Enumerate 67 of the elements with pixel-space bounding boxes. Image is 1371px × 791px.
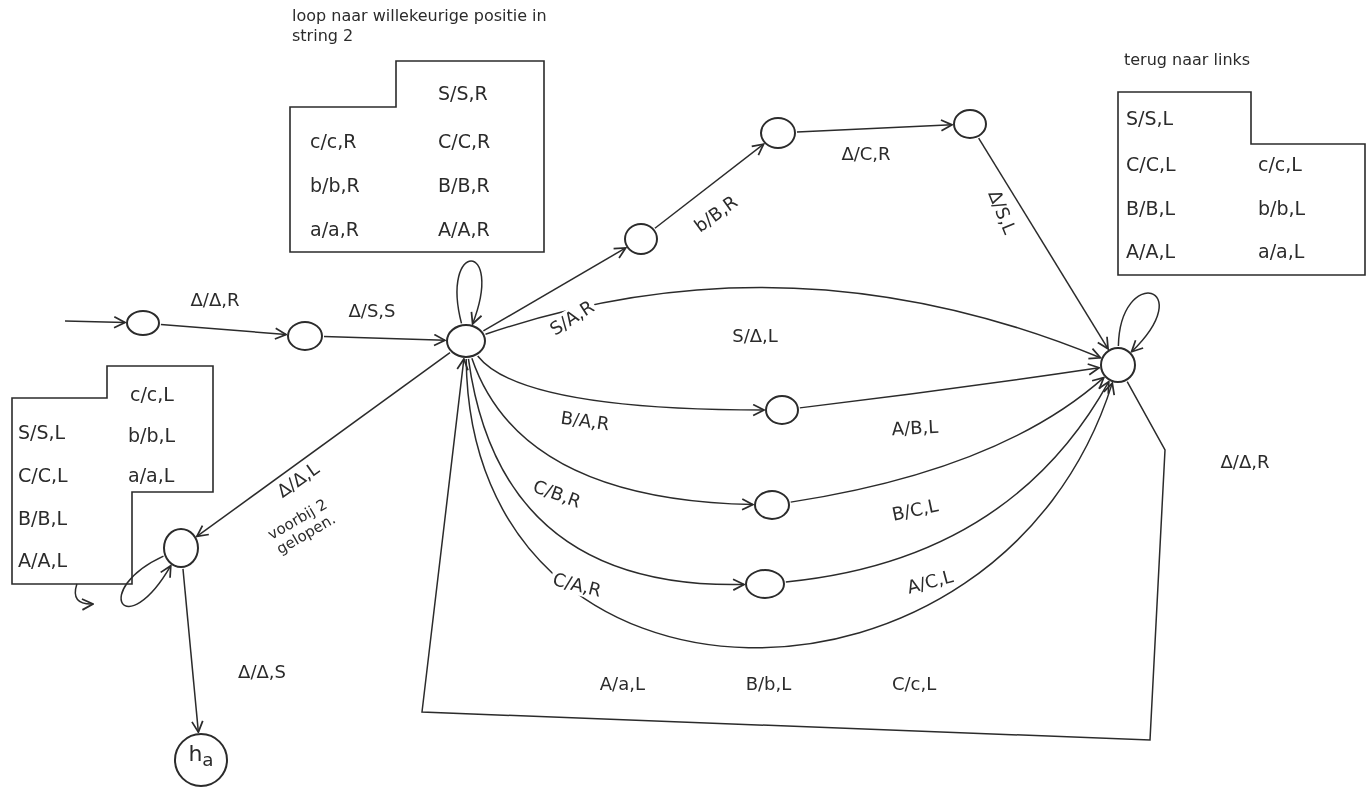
table-heading: loop naar willekeurige positie in string 2	[292, 6, 547, 46]
state-circle	[287, 321, 323, 351]
state-circle	[953, 109, 987, 139]
edge-label: Δ/C,R	[839, 144, 893, 164]
state-circle	[765, 395, 799, 425]
pointer-arrow	[74, 583, 94, 611]
transition-arrow	[785, 380, 1110, 583]
self-loop-arrow	[1117, 292, 1160, 353]
self-loop-arrow	[456, 260, 483, 325]
transition-label: b/b,L	[1258, 196, 1306, 220]
transition-arrow	[476, 355, 765, 417]
transition-label: B/B,L	[1126, 196, 1176, 220]
transition-arrow	[484, 286, 1102, 360]
transition-arrow	[465, 358, 1114, 649]
transition-label: c/c,L	[1258, 152, 1302, 176]
state-circle	[624, 223, 658, 255]
transition-label: B/B,R	[438, 173, 490, 197]
state-circle	[163, 528, 199, 568]
edge-label: Δ/S,S	[346, 301, 398, 321]
transition-label: B/B,L	[18, 506, 68, 530]
transition-arrow	[654, 143, 765, 229]
transition-label: A/A,R	[438, 217, 490, 241]
transition-arrow	[196, 351, 451, 538]
transition-arrow	[421, 358, 1166, 741]
transition-arrow	[467, 358, 745, 591]
state-circle	[446, 324, 486, 358]
self-loop-arrow	[120, 555, 172, 607]
state-circle	[754, 490, 790, 520]
transition-arrow	[323, 333, 446, 347]
transition-arrow	[160, 323, 287, 340]
pointer-arrow	[64, 316, 126, 329]
transition-label: S/S,L	[18, 420, 66, 444]
transition-arrow	[482, 247, 627, 332]
state-name: h$_{a}$	[187, 741, 215, 773]
transition-label: b/b,L	[128, 423, 176, 447]
table-heading: terug naar links	[1124, 50, 1252, 70]
transition-label: a/a,L	[128, 463, 175, 487]
transition-arrow	[182, 568, 204, 733]
edge-label: S/Δ,L	[730, 326, 780, 346]
transition-label: S/S,L	[1126, 106, 1174, 130]
state-circle	[174, 733, 228, 787]
edge-label: Δ/Δ,S	[236, 662, 288, 682]
transition-table	[10, 363, 216, 587]
state-circle	[760, 117, 796, 149]
transition-arrow	[796, 119, 953, 133]
state-circle	[745, 569, 785, 599]
transition-arrow	[977, 137, 1109, 350]
transition-label: b/b,R	[310, 173, 360, 197]
transition-arrow	[471, 357, 754, 511]
transition-arrow	[789, 376, 1105, 503]
transition-label: c/c,R	[310, 129, 357, 153]
state-circle	[1100, 347, 1136, 383]
state-circle	[126, 310, 160, 336]
edge-label: Δ/Δ,R	[1218, 452, 1272, 472]
transition-label: C/C,L	[1126, 152, 1176, 176]
transition-label: S/S,R	[438, 81, 488, 105]
transition-table	[1116, 50, 1368, 278]
transition-arrow	[799, 363, 1101, 409]
edge-label: Δ/Δ,R	[188, 290, 242, 310]
transition-label: C/C,L	[18, 463, 68, 487]
transition-label: a/a,L	[1258, 239, 1305, 263]
transition-label: a/a,R	[310, 217, 359, 241]
transition-label: C/C,R	[438, 129, 491, 153]
edge-label: A/a,L B/b,L C/c,L	[598, 674, 938, 694]
transition-label: c/c,L	[130, 382, 174, 406]
transition-label: A/A,L	[18, 548, 68, 572]
transition-label: A/A,L	[1126, 239, 1176, 263]
